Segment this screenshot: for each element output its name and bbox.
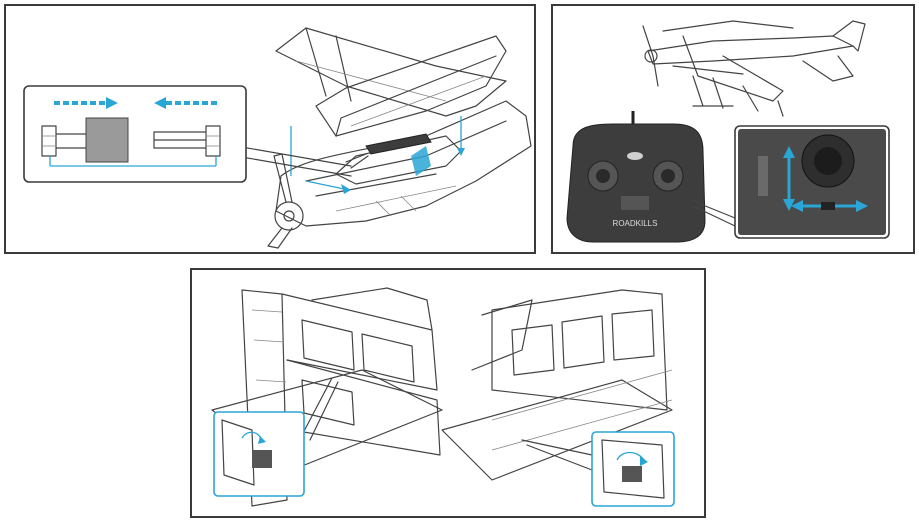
connector-callout bbox=[23, 85, 352, 183]
aerobatic-plane bbox=[642, 20, 866, 117]
left-connector-callout bbox=[213, 377, 339, 497]
stick-callout bbox=[734, 125, 890, 239]
canopy-hatch bbox=[315, 35, 507, 137]
battery-pack bbox=[345, 133, 432, 169]
transmitter-illustration: ROADKILLS bbox=[566, 20, 890, 243]
battery-installation-panel bbox=[4, 4, 536, 254]
insert-arrows bbox=[290, 116, 465, 194]
plane-wing bbox=[275, 27, 507, 117]
transmitter: ROADKILLS bbox=[566, 111, 706, 243]
wing-connection-illustration bbox=[211, 287, 675, 507]
plane-propeller bbox=[267, 153, 304, 249]
transmitter-brand-label: ROADKILLS bbox=[613, 219, 658, 228]
transmitter-panel: ROADKILLS bbox=[551, 4, 915, 254]
wing-connection-panel bbox=[190, 268, 706, 518]
right-fuselage-frame bbox=[441, 289, 673, 481]
right-connector-callout bbox=[521, 431, 675, 507]
plane-fuselage bbox=[275, 100, 532, 227]
battery-installation-illustration bbox=[23, 27, 532, 249]
